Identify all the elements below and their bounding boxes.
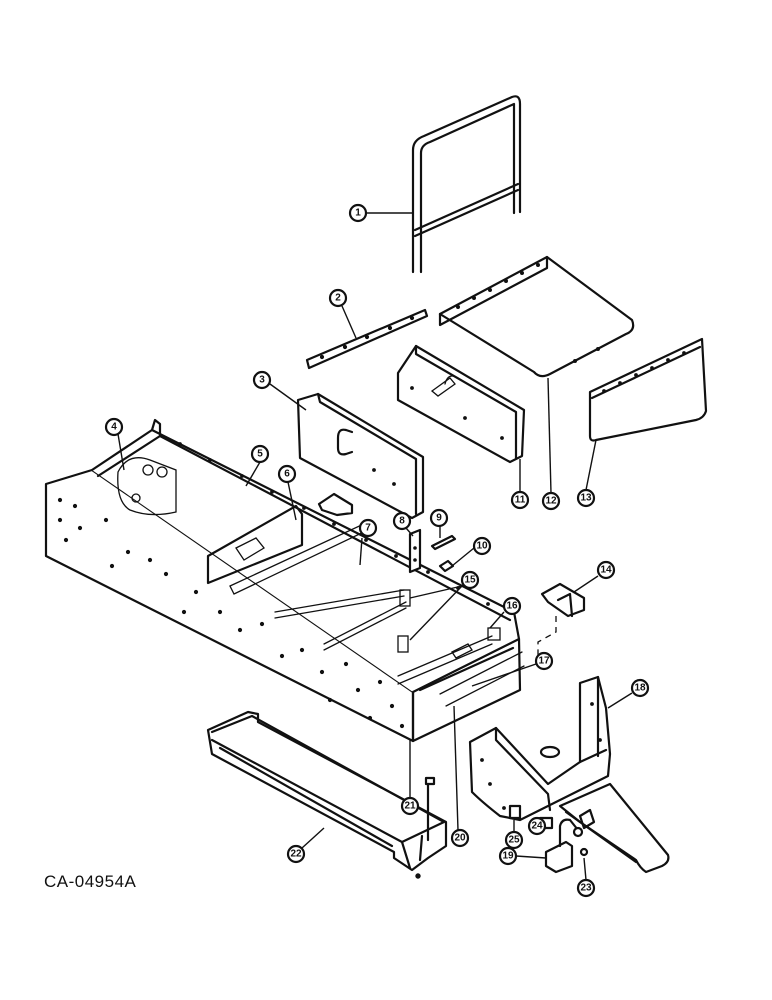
callout-5: 5 [250,444,270,464]
svg-text:12: 12 [545,496,557,507]
part-side-panel [588,337,708,442]
svg-text:9: 9 [436,513,442,524]
callout-15: 15 [460,570,480,590]
part-small-brackets [408,528,457,574]
part-front-panel [396,344,526,464]
svg-text:6: 6 [284,469,290,480]
callout-2: 2 [328,288,348,308]
part-handrail [411,95,522,274]
callout-24: 24 [527,816,547,836]
figure-code: CA-04954A [44,872,137,891]
callout-20: 20 [450,828,470,848]
svg-text:23: 23 [580,883,592,894]
callout-23: 23 [576,878,596,898]
svg-text:17: 17 [538,656,550,667]
svg-text:10: 10 [476,541,488,552]
part-jack-stand [508,804,589,874]
leader-lines [117,212,633,881]
svg-text:21: 21 [404,801,416,812]
svg-text:24: 24 [531,821,543,832]
callout-19: 19 [498,846,518,866]
callout-22: 22 [286,844,306,864]
svg-text:18: 18 [634,683,646,694]
svg-text:22: 22 [290,849,302,860]
callout-13: 13 [576,488,596,508]
part-tool-box [206,710,448,879]
svg-text:15: 15 [464,575,476,586]
svg-text:7: 7 [365,523,371,534]
callout-1: 1 [348,203,368,223]
svg-text:5: 5 [257,449,263,460]
callout-6: 6 [277,464,297,484]
callout-21: 21 [400,796,420,816]
callout-10: 10 [472,536,492,556]
callout-16: 16 [502,596,522,616]
callout-4: 4 [104,417,124,437]
part-angle-strip [305,308,429,370]
svg-text:25: 25 [508,835,520,846]
svg-text:3: 3 [259,375,265,386]
svg-text:19: 19 [502,851,514,862]
part-deck-plate [438,255,635,378]
callout-17: 17 [534,651,554,671]
svg-text:16: 16 [506,601,518,612]
callout-18: 18 [630,678,650,698]
part-hitch-yoke [468,675,670,874]
callout-3: 3 [252,370,272,390]
part-bracket [540,582,586,618]
svg-text:4: 4 [111,422,117,433]
assembly-dash-line-1 [537,616,557,660]
svg-text:13: 13 [580,493,592,504]
svg-text:1: 1 [355,208,361,219]
callout-14: 14 [596,560,616,580]
callout-8: 8 [392,511,412,531]
svg-text:2: 2 [335,293,341,304]
callout-12: 12 [541,491,561,511]
svg-text:20: 20 [454,833,466,844]
part-main-frame [44,418,525,743]
callout-11: 11 [510,490,530,510]
svg-text:14: 14 [600,565,612,576]
callout-7: 7 [358,518,378,538]
callout-9: 9 [429,508,449,528]
svg-text:11: 11 [515,495,526,506]
part-bulkhead-panel [296,392,425,520]
svg-text:8: 8 [399,516,405,527]
callout-25: 25 [504,830,524,850]
